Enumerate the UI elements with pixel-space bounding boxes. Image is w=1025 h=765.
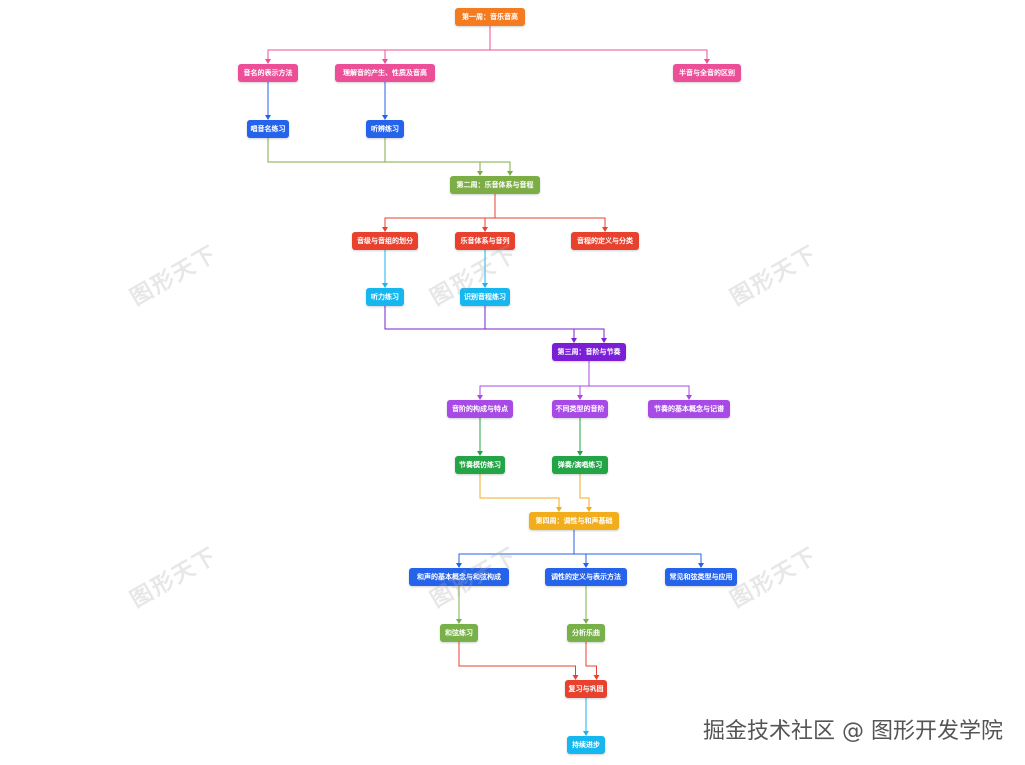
node-n16[interactable]: 节奏的基本概念与记谱 bbox=[648, 400, 730, 418]
arrowhead-n7-n9 bbox=[482, 227, 488, 232]
edge-n23-n25 bbox=[458, 642, 576, 676]
node-n24[interactable]: 分析乐曲 bbox=[567, 624, 605, 642]
arrowhead-n25-n26 bbox=[583, 731, 589, 736]
arrowhead-n19-n20 bbox=[456, 563, 462, 568]
arrowhead-n7-n8 bbox=[382, 227, 388, 232]
node-n19[interactable]: 第四周：调性与和声基础 bbox=[529, 512, 619, 530]
node-n9[interactable]: 乐音体系与音列 bbox=[455, 232, 515, 250]
edge-n13-n16 bbox=[588, 361, 690, 396]
node-n25[interactable]: 复习与巩固 bbox=[565, 680, 607, 698]
arrowhead-n20-n23 bbox=[456, 619, 462, 624]
node-n3[interactable]: 理解音的产生、性质及音高 bbox=[335, 64, 435, 82]
arrowhead-n7-n10 bbox=[602, 227, 608, 232]
arrowhead-n1-n4 bbox=[704, 59, 710, 64]
edge-n19-n21 bbox=[573, 530, 587, 564]
node-n22[interactable]: 常见和弦类型与应用 bbox=[665, 568, 737, 586]
edge-n17-n19 bbox=[479, 474, 560, 508]
node-n10[interactable]: 音程的定义与分类 bbox=[571, 232, 639, 250]
arrowhead-n11-n13 bbox=[571, 338, 577, 343]
node-n21[interactable]: 调性的定义与表示方法 bbox=[545, 568, 627, 586]
arrowhead-n23-n25 bbox=[572, 675, 579, 680]
arrowhead-n15-n18 bbox=[577, 451, 583, 456]
arrowhead-n13-n15 bbox=[577, 395, 583, 400]
arrowhead-n14-n17 bbox=[477, 451, 483, 456]
node-n5[interactable]: 唱音名练习 bbox=[247, 120, 289, 138]
edge-n1-n3 bbox=[384, 26, 491, 60]
edge-n12-n13 bbox=[484, 306, 605, 339]
edge-n19-n22 bbox=[573, 530, 702, 564]
arrowhead-n1-n3 bbox=[382, 59, 388, 64]
node-n11[interactable]: 听力练习 bbox=[366, 288, 404, 306]
arrowhead-n2-n5 bbox=[265, 115, 271, 120]
node-n17[interactable]: 节奏模仿练习 bbox=[455, 456, 505, 474]
arrowhead-n3-n6 bbox=[382, 115, 388, 120]
arrowhead-n9-n12 bbox=[482, 283, 488, 288]
node-n13[interactable]: 第三周：音阶与节奏 bbox=[552, 343, 626, 361]
node-n20[interactable]: 和声的基本概念与和弦构成 bbox=[409, 568, 509, 586]
edge-n7-n9 bbox=[484, 194, 496, 228]
footer-credit: 掘金技术社区 @ 图形开发学院 bbox=[703, 719, 1003, 744]
node-n8[interactable]: 音级与音组的划分 bbox=[352, 232, 418, 250]
arrowhead-n17-n19 bbox=[556, 507, 562, 512]
edge-n5-n7 bbox=[267, 138, 481, 172]
edge-n24-n25 bbox=[585, 642, 597, 676]
arrowhead-n1-n2 bbox=[265, 59, 271, 64]
node-n23[interactable]: 和弦练习 bbox=[440, 624, 478, 642]
edge-n13-n14 bbox=[479, 361, 590, 396]
node-n1[interactable]: 第一周：音乐音高 bbox=[455, 8, 525, 26]
node-n6[interactable]: 听辨练习 bbox=[366, 120, 404, 138]
edge-n11-n13 bbox=[384, 306, 575, 339]
edge-n6-n7 bbox=[384, 138, 511, 172]
node-n18[interactable]: 弹奏/演唱练习 bbox=[552, 456, 608, 474]
arrowhead-n5-n7 bbox=[477, 171, 483, 176]
edge-n7-n10 bbox=[494, 194, 606, 228]
edge-n19-n20 bbox=[458, 530, 575, 564]
arrowhead-n13-n14 bbox=[477, 395, 483, 400]
arrowhead-n6-n7 bbox=[507, 171, 513, 176]
arrowhead-n8-n11 bbox=[382, 283, 388, 288]
arrowhead-n18-n19 bbox=[586, 507, 592, 512]
node-n2[interactable]: 音名的表示方法 bbox=[238, 64, 298, 82]
edge-n13-n15 bbox=[579, 361, 590, 396]
edge-n7-n8 bbox=[384, 194, 496, 228]
edge-n18-n19 bbox=[579, 474, 590, 508]
edge-n1-n2 bbox=[267, 26, 491, 60]
node-n4[interactable]: 半音与全音的区别 bbox=[673, 64, 741, 82]
edge-n1-n4 bbox=[489, 26, 708, 60]
arrowhead-n19-n21 bbox=[583, 563, 589, 568]
node-n15[interactable]: 不同类型的音阶 bbox=[552, 400, 608, 418]
node-n26[interactable]: 持续进步 bbox=[567, 736, 605, 754]
arrowhead-n21-n24 bbox=[583, 619, 589, 624]
node-n12[interactable]: 识别音程练习 bbox=[460, 288, 510, 306]
arrowhead-n19-n22 bbox=[698, 563, 704, 568]
arrowhead-n24-n25 bbox=[593, 675, 600, 680]
arrowhead-n12-n13 bbox=[601, 338, 607, 343]
node-n14[interactable]: 音阶的构成与特点 bbox=[447, 400, 513, 418]
arrowhead-n13-n16 bbox=[686, 395, 692, 400]
node-n7[interactable]: 第二周：乐音体系与音程 bbox=[450, 176, 540, 194]
